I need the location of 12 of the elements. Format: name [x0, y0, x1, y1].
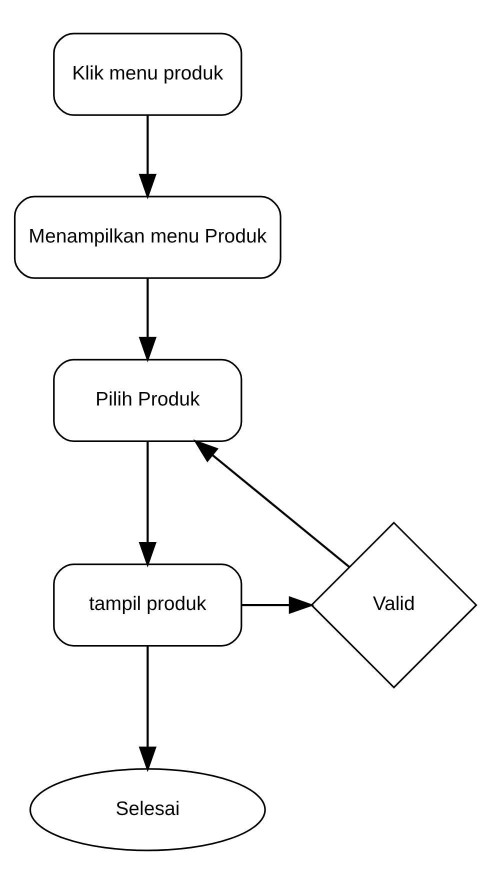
arrow — [193, 438, 350, 568]
arrow — [138, 114, 157, 199]
arrow — [138, 278, 157, 362]
node-box: tampil produk — [53, 562, 242, 646]
node-diamond: Valid — [310, 521, 478, 688]
arrow — [241, 596, 314, 614]
arrow — [138, 646, 157, 772]
node-box: Klik menu produk — [53, 32, 242, 116]
node-ellipse: Selesai — [29, 768, 266, 851]
node-box: Pilih Produk — [53, 358, 242, 442]
node-box: Menampilkan menu Produk — [14, 195, 282, 278]
arrow — [138, 440, 157, 567]
